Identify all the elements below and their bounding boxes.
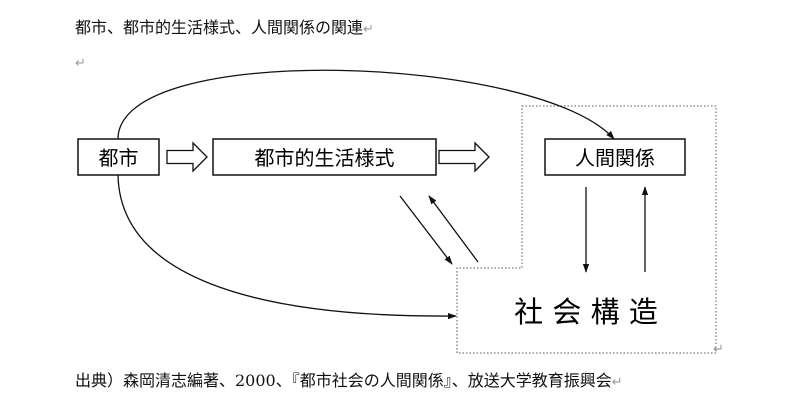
arrow-lifestyle-to-structure (399, 195, 453, 265)
source-citation: 出典）森岡清志編著、2000、『都市社会の人間関係』、放送大学教育振興会↵ (75, 367, 623, 391)
node-label-human-relations: 人間関係 (575, 146, 655, 170)
arrow-structure-to-lifestyle (428, 195, 479, 263)
paragraph-mark: ↵ (611, 375, 623, 390)
paragraph-mark: ↵ (75, 56, 86, 71)
block-arrow-lifestyle-to-relations (438, 141, 490, 173)
paragraph-mark: ↵ (713, 342, 724, 357)
blank-paragraph: ↵ (75, 52, 86, 71)
paragraph-mark: ↵ (363, 22, 374, 37)
node-box-city (77, 138, 160, 176)
curve-arrow-city-to-structure (117, 174, 457, 320)
dotted-region-outline (456, 105, 717, 354)
node-label-urban-lifestyle: 都市的生活様式 (255, 146, 395, 170)
document-title: 都市、都市的生活様式、人間関係の関連↵ (75, 14, 374, 38)
curve-arrow-city-to-relations (117, 69, 615, 140)
node-box-urban-lifestyle (212, 138, 437, 176)
node-label-city: 都市 (99, 146, 139, 170)
source-text: 出典）森岡清志編著、2000、『都市社会の人間関係』、放送大学教育振興会 (75, 371, 612, 390)
node-box-human-relations (544, 138, 686, 176)
block-arrow-city-to-lifestyle (166, 141, 208, 173)
node-label-social-structure: 社 会 構 造 (514, 295, 658, 329)
title-text: 都市、都市的生活様式、人間関係の関連 (75, 18, 364, 37)
